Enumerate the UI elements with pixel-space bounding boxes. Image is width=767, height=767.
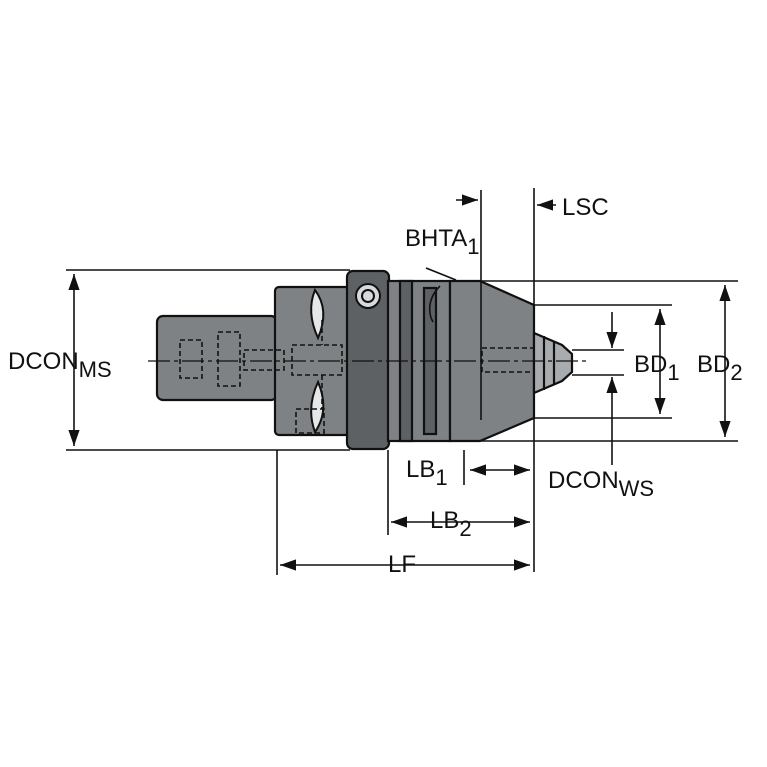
- drive-slot-top: [310, 287, 325, 341]
- extension-lines: [66, 188, 738, 575]
- bhta-arc-tick: [430, 317, 434, 323]
- screw-head: [355, 283, 381, 309]
- dimension-arrows: [68, 194, 731, 571]
- label-lsc: LSC: [562, 194, 609, 221]
- label-lf: LF: [388, 551, 416, 578]
- tool-holder-body: [155, 269, 574, 451]
- label-bd2: BD2: [697, 351, 743, 385]
- label-dcon-ws: DCONWS: [548, 467, 654, 501]
- shank: [155, 314, 279, 402]
- label-lb1: LB1: [406, 456, 448, 490]
- screw-slot: [361, 289, 375, 303]
- bhta-angle-arc: [428, 285, 441, 319]
- label-bd1: BD1: [634, 351, 680, 385]
- label-bhta1: BHTA1: [405, 225, 479, 259]
- drive-slot-bottom: [310, 379, 325, 435]
- hidden-lines: [179, 320, 535, 434]
- label-dcon-ms: DCONMS: [8, 348, 112, 382]
- label-lb2: LB2: [430, 507, 472, 541]
